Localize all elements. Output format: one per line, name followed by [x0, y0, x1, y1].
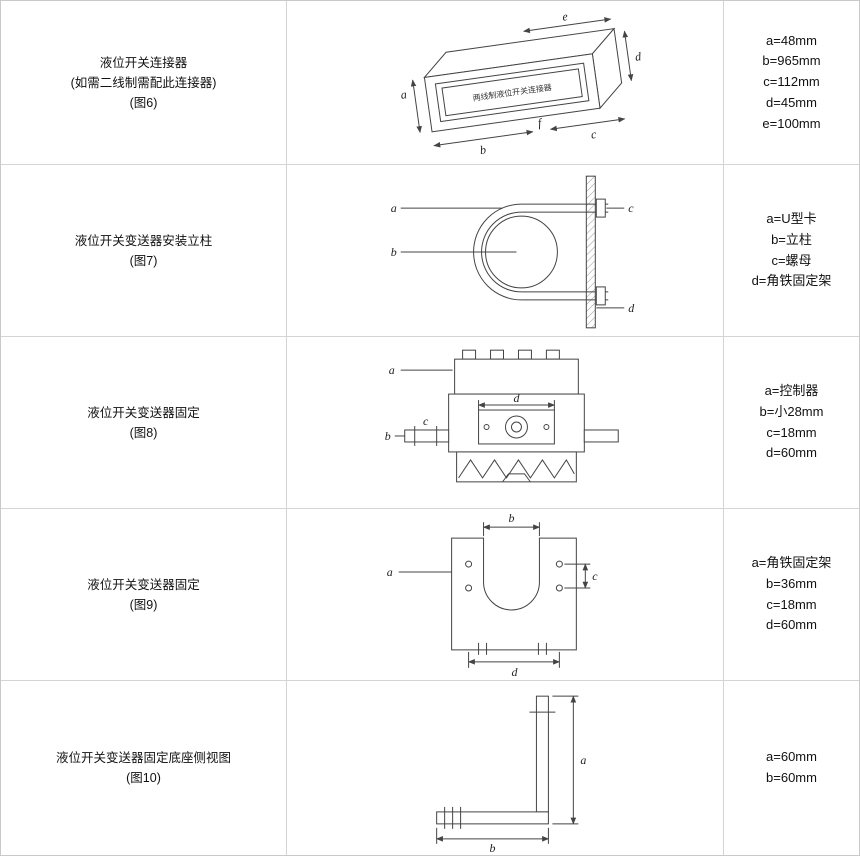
- dim-value: c=18mm: [766, 424, 817, 440]
- screw-hole: [465, 584, 473, 592]
- dim-value: a=U型卡: [766, 210, 817, 226]
- dim-label-d: d: [634, 48, 643, 63]
- fig9-caption-line: 液位开关变送器固定: [87, 577, 200, 592]
- dim-label-b: b: [508, 511, 514, 525]
- fig7-caption-line: (图7): [129, 253, 158, 268]
- dim-value: b=36mm: [766, 575, 817, 591]
- dim-value: c=112mm: [763, 74, 820, 90]
- bottom-notch: [502, 472, 531, 482]
- base-arm: [436, 811, 549, 825]
- fig9-caption-cell: 液位开关变送器固定 (图9): [1, 509, 287, 681]
- mount-hole-inner: [510, 421, 522, 432]
- fig7-drawing-cell: a b c d: [287, 165, 724, 337]
- fig9-caption-line: (图9): [129, 597, 158, 612]
- screw-hole: [555, 584, 563, 592]
- dim-label-a: a: [400, 87, 408, 102]
- fig8-caption-line: (图8): [129, 425, 158, 440]
- fig10-drawing-cell: a b: [287, 681, 724, 855]
- fig7-caption-cell: 液位开关变送器安装立柱 (图7): [1, 165, 287, 337]
- fig6-drawing-cell: 两线制液位开关连接器 a e d b c f: [287, 1, 724, 165]
- vertical-arm: [535, 695, 549, 813]
- fig7-ubolt-drawing: a b c d: [391, 175, 635, 328]
- dim-label-c: c: [628, 201, 634, 215]
- screw-hole: [483, 423, 490, 430]
- top-nut: [595, 198, 606, 218]
- fig8-transmitter-drawing: d a b c: [385, 349, 619, 482]
- dim-value: d=60mm: [766, 617, 817, 633]
- fig6-caption-line: 液位开关连接器: [99, 55, 188, 70]
- dim-value: d=角铁固定架: [751, 273, 832, 289]
- dim-label-a: a: [387, 565, 393, 579]
- fig6-caption-line: (如需二线制需配此连接器): [70, 75, 217, 90]
- box-window-outer: [434, 62, 590, 122]
- dim-label-b: b: [479, 142, 487, 157]
- dim-label-b: b: [385, 428, 391, 442]
- dim-value: b=60mm: [766, 770, 817, 785]
- fig6-dims-cell: a=48mm b=965mm c=112mm d=45mm e=100mm: [724, 1, 859, 165]
- dim-label-f: f: [537, 115, 544, 130]
- fig6-caption-line: (图6): [129, 95, 158, 110]
- dim-value: a=角铁固定架: [751, 554, 832, 570]
- dim-label-b: b: [490, 841, 496, 854]
- dim-label-a: a: [391, 201, 397, 215]
- fig10-caption-cell: 液位开关变送器固定底座侧视图 (图10): [1, 681, 287, 855]
- fig10-caption-line: (图10): [126, 771, 161, 785]
- dim-label-c: c: [592, 569, 598, 583]
- fig7-dims-cell: a=U型卡 b=立柱 c=螺母 d=角铁固定架: [724, 165, 859, 337]
- fig8-caption-cell: 液位开关变送器固定 (图8): [1, 337, 287, 509]
- box-window-inner: [441, 67, 583, 116]
- terminal-prong: [462, 349, 477, 360]
- dim-value: d=45mm: [766, 94, 817, 110]
- terminal-prong: [490, 349, 505, 360]
- fig9-bracket-drawing: b a c d: [387, 511, 599, 679]
- dim-label-d: d: [511, 664, 518, 678]
- dim-label-c: c: [590, 126, 598, 141]
- left-rod: [404, 428, 450, 442]
- fig6-caption-cell: 液位开关连接器 (如需二线制需配此连接器) (图6): [1, 1, 287, 165]
- dim-value: c=18mm: [766, 596, 817, 612]
- dim-label-a: a: [389, 363, 395, 377]
- fig10-dims-cell: a=60mm b=60mm: [724, 681, 859, 855]
- dim-value: a=60mm: [766, 749, 817, 765]
- fig7-caption-line: 液位开关变送器安装立柱: [74, 233, 213, 248]
- fig10-lbracket-drawing: a b: [435, 695, 586, 854]
- dim-label-e: e: [561, 8, 569, 23]
- dim-value: a=48mm: [766, 32, 817, 48]
- dim-value: a=控制器: [764, 382, 819, 398]
- dim-label-d: d: [513, 391, 520, 405]
- controller-head: [454, 358, 579, 395]
- dim-value: c=螺母: [771, 252, 812, 268]
- dim-label-c: c: [423, 413, 429, 427]
- screw-hole: [543, 423, 550, 430]
- fig6-connector-drawing: 两线制液位开关连接器 a e d b c f: [400, 8, 643, 157]
- dim-value: b=小28mm: [759, 403, 824, 419]
- screw-hole: [555, 560, 563, 568]
- fig10-caption-line: 液位开关变送器固定底座侧视图: [55, 751, 231, 765]
- fig9-dims-cell: a=角铁固定架 b=36mm c=18mm d=60mm: [724, 509, 859, 681]
- dim-value: e=100mm: [762, 115, 821, 131]
- fig8-caption-line: 液位开关变送器固定: [87, 405, 200, 420]
- bracket-plate: [451, 537, 577, 650]
- terminal-prong: [545, 349, 560, 360]
- dim-value: b=965mm: [762, 53, 821, 69]
- screw-hole: [465, 560, 473, 568]
- fig8-drawing-cell: d a b c: [287, 337, 724, 509]
- dim-label-a: a: [580, 753, 586, 767]
- dim-value: b=立柱: [771, 231, 812, 247]
- terminal-prong: [517, 349, 532, 360]
- bottom-nut: [595, 285, 606, 305]
- dim-value: d=60mm: [766, 445, 817, 461]
- clamp-teeth: [458, 458, 575, 479]
- clamp-base: [456, 450, 577, 482]
- fig9-drawing-cell: b a c d: [287, 509, 724, 681]
- mounting-plate: [585, 175, 596, 328]
- dim-label-b: b: [391, 244, 397, 258]
- dim-label-d: d: [628, 300, 635, 314]
- right-stub: [583, 428, 619, 442]
- fig8-dims-cell: a=控制器 b=小28mm c=18mm d=60mm: [724, 337, 859, 509]
